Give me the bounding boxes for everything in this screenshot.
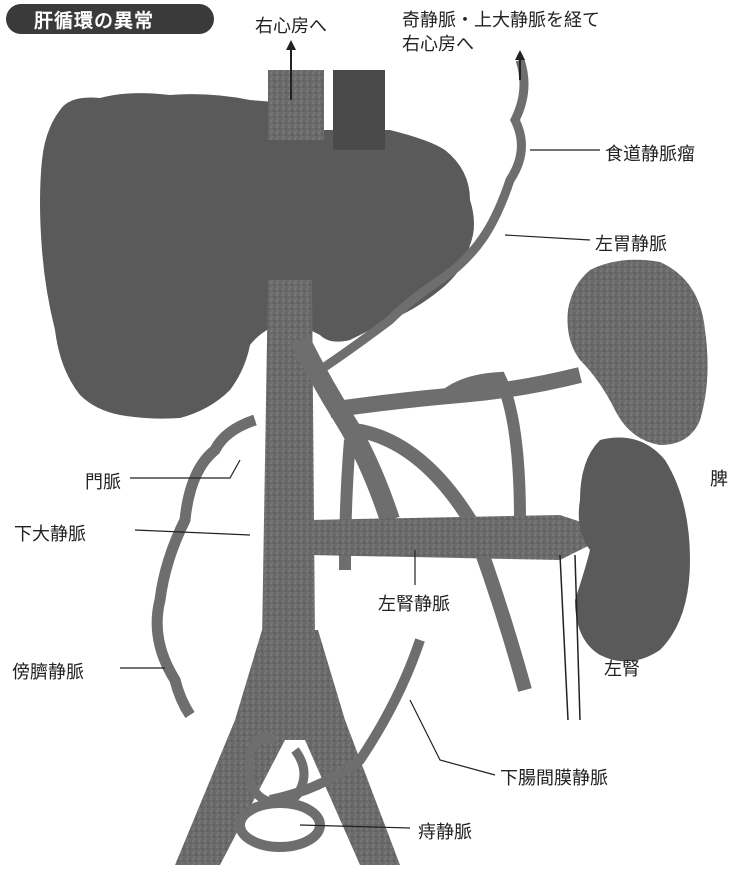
label-via-azygos-2: 右心房へ [402, 30, 474, 56]
label-spleen: 脾 [710, 465, 728, 491]
left-kidney-shape [575, 438, 690, 662]
label-hemorrhoidal-vein: 痔静脈 [418, 818, 472, 844]
label-esophageal-varices: 食道静脈瘤 [605, 140, 695, 166]
liver-shape [40, 93, 474, 418]
label-left-gastric-vein: 左胃静脈 [595, 230, 667, 256]
spleen-shape [568, 260, 708, 445]
label-inferior-mesenteric-vein: 下腸間膜静脈 [500, 764, 608, 790]
label-via-azygos-1: 奇静脈・上大静脈を経て [402, 6, 600, 32]
left-renal-vein-vessel [310, 515, 590, 560]
label-portal-vein: 門脈 [85, 468, 121, 494]
arrow-head-azygos [515, 50, 525, 60]
label-to-right-atrium: 右心房へ [255, 12, 327, 38]
label-paraumbilical-vein: 傍臍静脈 [12, 658, 84, 684]
page-title: 肝循環の異常 [34, 6, 154, 33]
label-inferior-vena-cava: 下大静脈 [14, 520, 86, 546]
arrow-head-right-atrium [286, 40, 296, 50]
aorta-stub [333, 70, 385, 150]
ureter-line [560, 555, 580, 720]
hepatic-vein-stub [268, 70, 324, 140]
label-left-renal-vein: 左腎静脈 [378, 590, 450, 616]
label-left-kidney: 左腎 [604, 655, 640, 681]
paraumbilical-vein-vessel [157, 420, 255, 715]
